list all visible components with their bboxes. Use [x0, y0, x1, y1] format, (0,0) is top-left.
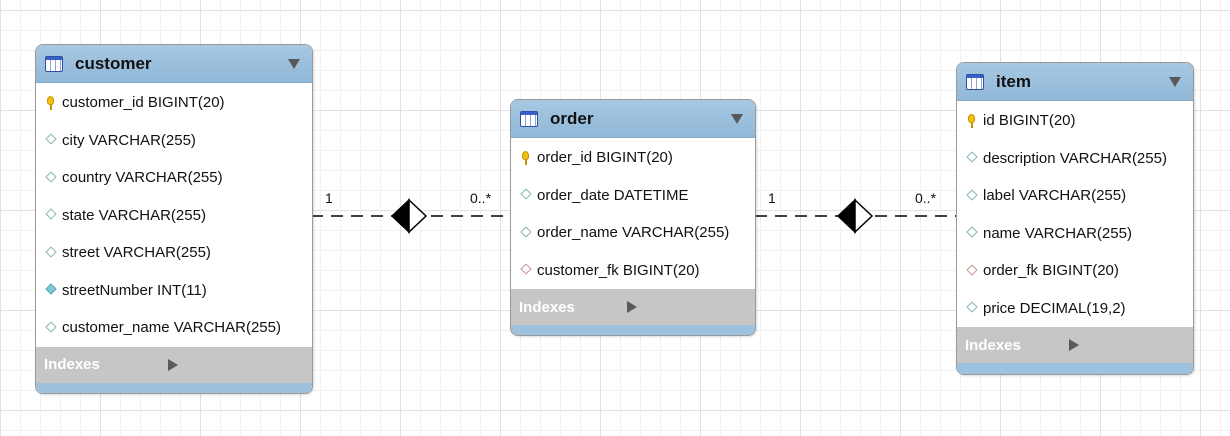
column-label: customer_fk BIGINT(20) [537, 261, 700, 279]
table-footer [36, 382, 312, 393]
column-row[interactable]: description VARCHAR(255) [957, 140, 1193, 178]
column-row[interactable]: name VARCHAR(255) [957, 215, 1193, 253]
column-diamond-icon [44, 171, 58, 185]
order-item-right-multiplicity: 0..* [915, 190, 937, 206]
table-header[interactable]: item [957, 63, 1193, 101]
column-diamond-icon [965, 226, 979, 240]
column-label: order_date DATETIME [537, 186, 689, 204]
table-icon [45, 55, 63, 72]
column-diamond-icon [44, 133, 58, 147]
column-row[interactable]: customer_fk BIGINT(20) [511, 252, 755, 290]
column-row[interactable]: state VARCHAR(255) [36, 197, 312, 235]
column-diamond-icon [44, 208, 58, 222]
column-diamond-icon [965, 301, 979, 315]
table-title: item [996, 71, 1031, 91]
column-row[interactable]: order_name VARCHAR(255) [511, 214, 755, 252]
column-row[interactable]: city VARCHAR(255) [36, 122, 312, 160]
column-row[interactable]: customer_name VARCHAR(255) [36, 309, 312, 347]
table-title: order [550, 108, 594, 128]
column-diamond-icon [44, 246, 58, 260]
column-row[interactable]: order_id BIGINT(20) [511, 139, 755, 177]
column-row[interactable]: order_fk BIGINT(20) [957, 252, 1193, 290]
column-diamond-icon [44, 321, 58, 335]
column-row[interactable]: country VARCHAR(255) [36, 159, 312, 197]
foreign-key-diamond-icon [519, 263, 533, 277]
primary-key-icon [44, 95, 58, 110]
customer-order-left-multiplicity: 1 [325, 190, 333, 206]
column-row[interactable]: streetNumber INT(11) [36, 272, 312, 310]
customer-order-right-multiplicity: 0..* [470, 190, 492, 206]
column-row[interactable]: price DECIMAL(19,2) [957, 290, 1193, 328]
column-label: order_id BIGINT(20) [537, 149, 673, 167]
table-icon [520, 110, 538, 127]
columns-list: customer_id BIGINT(20) city VARCHAR(255)… [36, 83, 312, 347]
column-row[interactable]: street VARCHAR(255) [36, 234, 312, 272]
columns-list: order_id BIGINT(20) order_date DATETIME … [511, 138, 755, 289]
foreign-key-diamond-icon [965, 264, 979, 278]
column-row[interactable]: label VARCHAR(255) [957, 177, 1193, 215]
indexes-section[interactable]: Indexes [511, 289, 755, 325]
column-label: order_name VARCHAR(255) [537, 224, 730, 242]
not-null-diamond-icon [44, 283, 58, 297]
column-label: price DECIMAL(19,2) [983, 299, 1126, 317]
expand-arrow-icon[interactable] [627, 301, 745, 313]
indexes-section[interactable]: Indexes [957, 327, 1193, 363]
column-row[interactable]: order_date DATETIME [511, 177, 755, 215]
column-diamond-icon [965, 189, 979, 203]
column-label: customer_id BIGINT(20) [62, 94, 225, 112]
columns-list: id BIGINT(20) description VARCHAR(255) l… [957, 101, 1193, 327]
primary-key-icon [519, 150, 533, 165]
column-diamond-icon [519, 188, 533, 202]
indexes-label: Indexes [965, 336, 1021, 354]
indexes-label: Indexes [44, 356, 100, 373]
column-label: order_fk BIGINT(20) [983, 262, 1119, 280]
column-label: streetNumber INT(11) [62, 281, 207, 299]
indexes-label: Indexes [519, 298, 575, 316]
order-item-diamond-icon [836, 198, 874, 234]
collapse-arrow-icon[interactable] [1169, 76, 1181, 87]
column-row[interactable]: id BIGINT(20) [957, 102, 1193, 140]
column-label: name VARCHAR(255) [983, 224, 1132, 242]
table-item[interactable]: item id BIGINT(20) description VARCHAR(2… [956, 62, 1194, 375]
customer-order-diamond-icon [390, 198, 428, 234]
column-label: description VARCHAR(255) [983, 149, 1167, 167]
column-row[interactable]: customer_id BIGINT(20) [36, 84, 312, 122]
column-label: customer_name VARCHAR(255) [62, 319, 281, 337]
order-item-left-multiplicity: 1 [768, 190, 776, 206]
primary-key-icon [965, 113, 979, 128]
table-footer [511, 325, 755, 335]
table-icon [966, 73, 984, 90]
table-order[interactable]: order order_id BIGINT(20) order_date DAT… [510, 99, 756, 336]
column-diamond-icon [965, 151, 979, 165]
collapse-arrow-icon[interactable] [288, 58, 300, 69]
table-footer [957, 363, 1193, 374]
collapse-arrow-icon[interactable] [731, 113, 743, 124]
table-customer[interactable]: customer customer_id BIGINT(20) city VAR… [35, 44, 313, 394]
column-label: country VARCHAR(255) [62, 169, 223, 187]
table-header[interactable]: customer [36, 45, 312, 83]
expand-arrow-icon[interactable] [1069, 339, 1183, 351]
table-title: customer [75, 53, 152, 73]
column-diamond-icon [519, 226, 533, 240]
column-label: city VARCHAR(255) [62, 131, 196, 149]
indexes-section[interactable]: Indexes [36, 346, 312, 383]
table-header[interactable]: order [511, 100, 755, 138]
column-label: state VARCHAR(255) [62, 206, 206, 224]
expand-arrow-icon[interactable] [168, 358, 302, 371]
column-label: id BIGINT(20) [983, 112, 1076, 130]
column-label: label VARCHAR(255) [983, 187, 1127, 205]
column-label: street VARCHAR(255) [62, 244, 211, 262]
